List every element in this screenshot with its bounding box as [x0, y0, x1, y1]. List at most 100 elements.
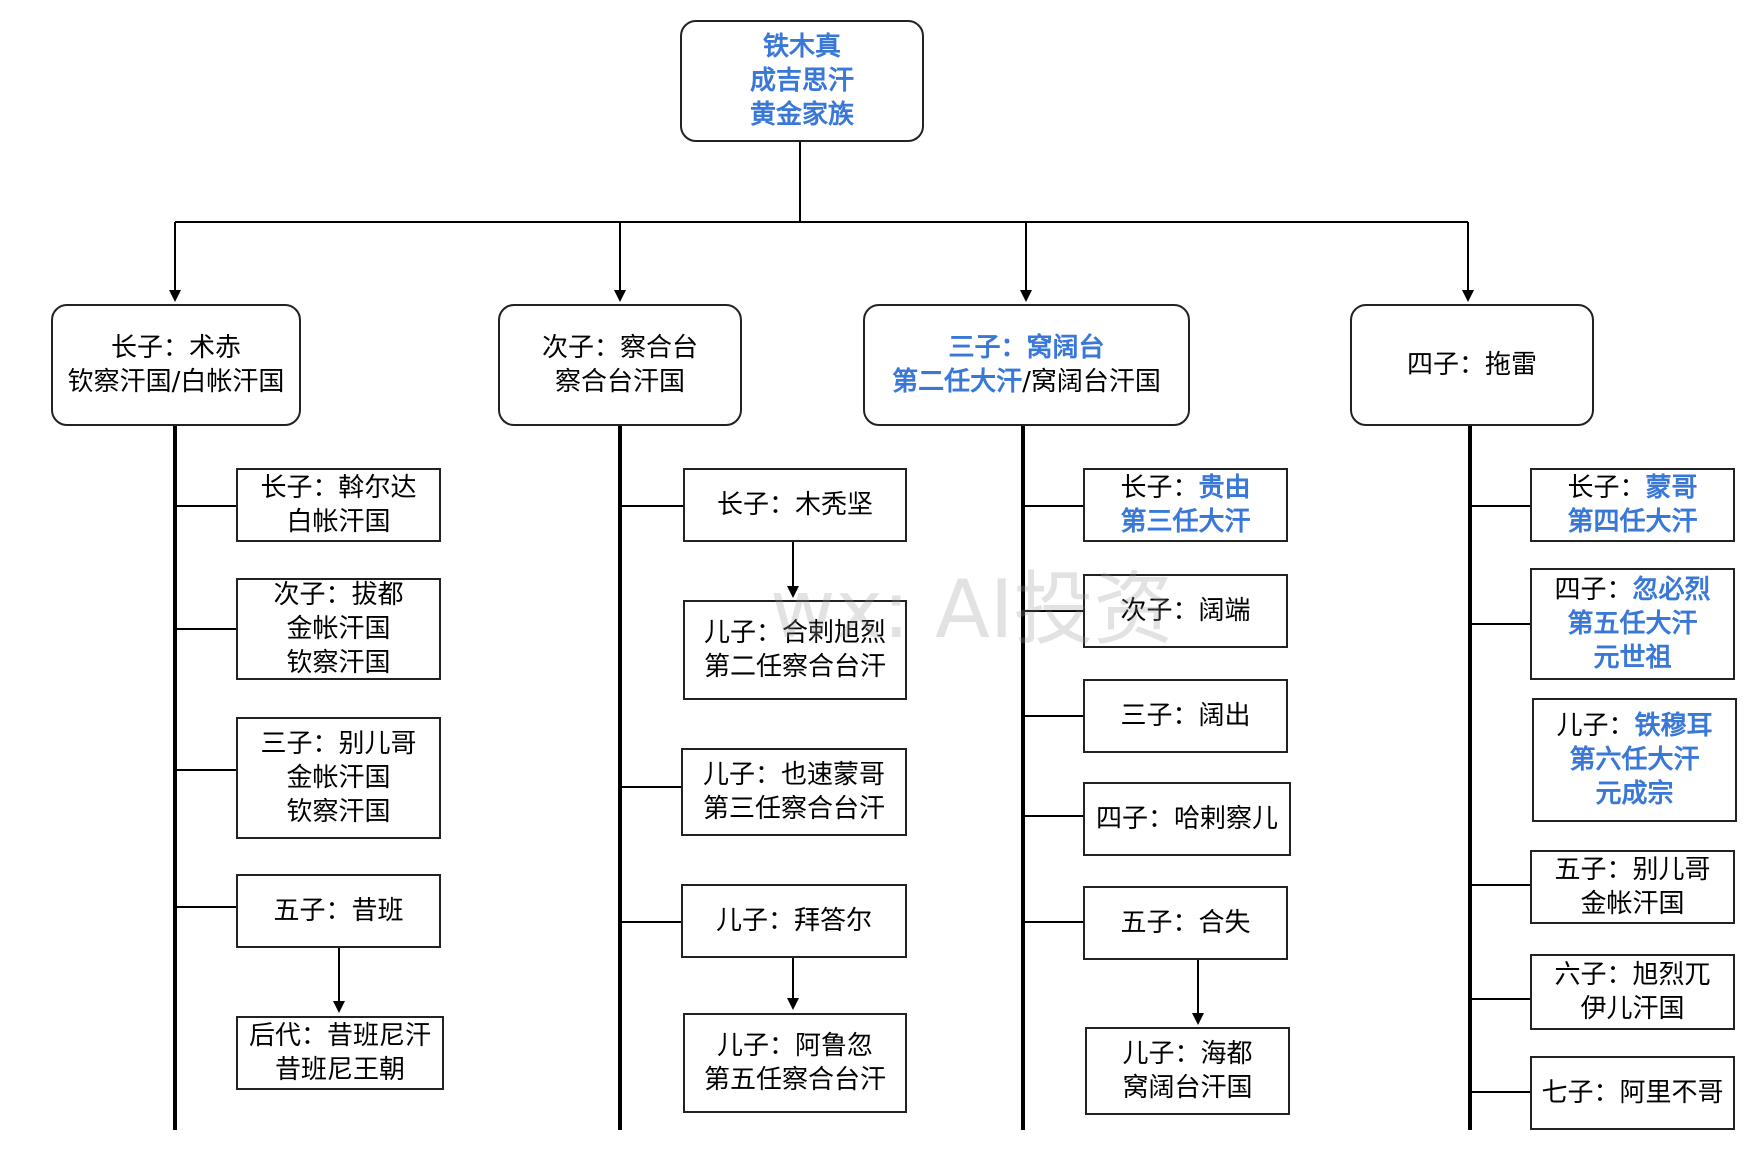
node-text: 金帐汗国: [1580, 889, 1685, 919]
child-node-mongke: 长子：蒙哥第四任大汗: [1530, 468, 1735, 542]
node-text: 儿子：也速蒙哥: [702, 760, 885, 790]
node-text: 四子：哈剌察儿: [1095, 804, 1278, 834]
node-text-line: 钦察汗国: [286, 646, 390, 680]
highlighted-text: 第六任大汗: [1569, 745, 1700, 775]
node-text-line: 次子：拔都: [273, 578, 403, 612]
child-node-kaidu: 儿子：海都窝阔台汗国: [1085, 1027, 1290, 1115]
node-text-line: 第五任大汗: [1567, 607, 1697, 641]
node-text: 七子：阿里不哥: [1541, 1078, 1724, 1108]
node-text-line: 白帐汗国: [286, 505, 390, 539]
node-text-line: 儿子：合剌旭烈: [704, 616, 886, 650]
child-node-kublai: 四子：忽必烈第五任大汗元世祖: [1530, 568, 1735, 680]
child-node-shibanid: 后代：昔班尼汗昔班尼王朝: [236, 1016, 444, 1090]
node-text-line: 金帐汗国: [1580, 887, 1684, 921]
node-text-line: 昔班尼王朝: [275, 1053, 405, 1087]
highlighted-text: 第四任大汗: [1567, 507, 1698, 537]
highlighted-text: 蒙哥: [1645, 473, 1698, 503]
node-text-line: 第三任察合台汗: [703, 792, 885, 826]
node-text-line: 四子：哈剌察儿: [1096, 802, 1278, 836]
node-text: 钦察汗国: [286, 797, 391, 827]
node-text: 三子：阔出: [1120, 701, 1251, 731]
child-node-shiban: 五子：昔班: [236, 874, 441, 948]
node-text: 察合台汗国: [554, 367, 685, 397]
node-text-line: 次子：察合台: [542, 331, 698, 365]
branch-node-jochi: 长子：术赤钦察汗国/白帐汗国: [51, 304, 301, 426]
node-text: 钦察汗国: [286, 648, 391, 678]
node-text-line: 第二任察合台汗: [704, 650, 886, 684]
node-text: 次子：阔端: [1120, 596, 1251, 626]
node-text: 次子：察合台: [541, 333, 698, 363]
node-text: 五子：合失: [1120, 908, 1251, 938]
node-text-line: 后代：昔班尼汗: [249, 1019, 431, 1053]
node-text: 第二任察合台汗: [703, 652, 886, 682]
child-node-ariq-boke: 七子：阿里不哥: [1530, 1056, 1735, 1130]
node-text: 儿子：阿鲁忽: [716, 1031, 873, 1061]
node-text-line: 五子：合失: [1120, 906, 1250, 940]
node-text: 长子：木秃坚: [716, 490, 873, 520]
branch-node-ogedei: 三子：窝阔台第二任大汗/窝阔台汗国: [863, 304, 1190, 426]
highlighted-text: 第五任大汗: [1567, 609, 1698, 639]
highlighted-text: 第二任大汗: [892, 367, 1023, 397]
node-text: 第三任察合台汗: [702, 794, 885, 824]
node-text-line: 元成宗: [1595, 777, 1673, 811]
highlighted-text: 成吉思汗: [749, 66, 854, 96]
node-text-line: 三子：阔出: [1120, 699, 1250, 733]
node-text-line: 察合台汗国: [555, 365, 685, 399]
node-text-line: 伊儿汗国: [1580, 992, 1684, 1026]
node-text: 白帐汗国: [286, 507, 391, 537]
node-text: 次子：拔都: [273, 580, 404, 610]
child-node-kochu: 三子：阔出: [1083, 679, 1288, 753]
child-node-batu: 次子：拔都金帐汗国钦察汗国: [236, 578, 441, 680]
node-text-line: 长子：斡尔达: [260, 471, 416, 505]
node-text: 五子：别儿哥: [1554, 855, 1711, 885]
node-text: 儿子：海都: [1122, 1039, 1253, 1069]
highlighted-text: 铁穆耳: [1634, 711, 1713, 741]
node-text-line: 金帐汗国: [286, 612, 390, 646]
node-text: 金帐汗国: [286, 763, 391, 793]
node-text: 窝阔台汗国: [1122, 1073, 1253, 1103]
node-text-line: 元世祖: [1593, 641, 1671, 675]
node-text: 儿子：合剌旭烈: [703, 618, 886, 648]
node-text: 四子：: [1554, 575, 1633, 605]
child-node-koten: 次子：阔端: [1083, 574, 1288, 648]
highlighted-text: 黄金家族: [749, 100, 854, 130]
child-node-temur: 儿子：铁穆耳第六任大汗元成宗: [1532, 698, 1737, 822]
highlighted-text: 铁木真: [762, 32, 841, 62]
child-node-berke-tolui: 五子：别儿哥金帐汗国: [1530, 850, 1735, 924]
node-text: 五子：昔班: [273, 896, 404, 926]
node-text: 长子：斡尔达: [260, 473, 417, 503]
node-text: 儿子：: [1556, 711, 1635, 741]
node-text-line: 四子：拖雷: [1407, 348, 1537, 382]
node-text: 伊儿汗国: [1580, 994, 1685, 1024]
node-text: 长子：: [1120, 473, 1199, 503]
node-text: 昔班尼王朝: [274, 1055, 405, 1085]
branch-node-chagatai: 次子：察合台察合台汗国: [498, 304, 742, 426]
child-node-alghu: 儿子：阿鲁忽第五任察合台汗: [683, 1013, 907, 1113]
node-text-line: 长子：贵由: [1120, 471, 1250, 505]
child-node-hulegu: 六子：旭烈兀伊儿汗国: [1530, 954, 1735, 1030]
node-text: 长子：术赤: [110, 333, 241, 363]
node-text-line: 儿子：阿鲁忽: [717, 1029, 873, 1063]
node-text-line: 金帐汗国: [286, 761, 390, 795]
node-text: 钦察汗国/白帐汗国: [67, 367, 285, 397]
node-text-line: 第六任大汗: [1569, 743, 1699, 777]
node-text-line: 窝阔台汗国: [1122, 1071, 1252, 1105]
node-text-line: 儿子：也速蒙哥: [703, 758, 885, 792]
node-text-line: 第五任察合台汗: [704, 1063, 886, 1097]
node-text-line: 儿子：海都: [1122, 1037, 1252, 1071]
child-node-qara-hulegu: 儿子：合剌旭烈第二任察合台汗: [683, 600, 907, 700]
branch-node-tolui: 四子：拖雷: [1350, 304, 1594, 426]
node-text-line: 三子：窝阔台: [948, 331, 1104, 365]
node-text-line: 第三任大汗: [1120, 505, 1250, 539]
node-text-line: 钦察汗国/白帐汗国: [68, 365, 285, 399]
node-text: 四子：拖雷: [1406, 350, 1537, 380]
node-text-line: 五子：昔班: [273, 894, 403, 928]
node-text-line: 长子：术赤: [111, 331, 241, 365]
child-node-guyuk: 长子：贵由第三任大汗: [1083, 468, 1288, 542]
node-text-line: 三子：别儿哥: [260, 727, 416, 761]
root-node-temujin: 铁木真成吉思汗黄金家族: [680, 20, 924, 142]
node-text-line: 黄金家族: [750, 98, 854, 132]
child-node-qashi: 五子：合失: [1083, 886, 1288, 960]
highlighted-text: 元世祖: [1593, 643, 1672, 673]
highlighted-text: 三子：窝阔台: [948, 333, 1105, 363]
